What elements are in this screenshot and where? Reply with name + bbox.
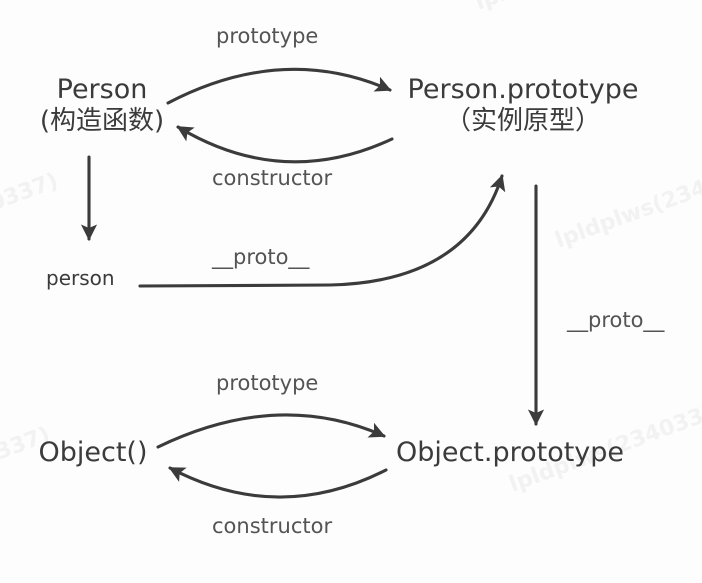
edge-objectprototype-to-object [168, 466, 388, 499]
node-person-constructor-subtitle: (构造函数) [39, 105, 165, 136]
node-object-prototype-title: Object.prototype [395, 437, 625, 468]
node-person-prototype-title: Person.prototype [407, 74, 639, 105]
edge-instance-to-prototype [138, 174, 506, 288]
node-person-constructor-title: Person [56, 74, 148, 105]
node-object-constructor-title: Object() [38, 437, 148, 468]
edge-prototype-to-person [176, 125, 394, 164]
edge-label-proto-instance: __proto__ [212, 245, 310, 269]
edge-label-prototype-person: prototype [216, 24, 319, 48]
node-object-constructor: Object() [28, 437, 158, 469]
node-object-prototype: Object.prototype [392, 437, 628, 469]
edge-label-prototype-object: prototype [216, 371, 319, 395]
edge-object-to-prototype [156, 413, 386, 449]
node-person-instance: person [46, 266, 115, 290]
node-person-constructor: Person (构造函数) [22, 74, 182, 137]
node-person-prototype-subtitle: （实例原型） [444, 105, 601, 136]
node-person-prototype: Person.prototype （实例原型） [398, 74, 648, 137]
edge-person-to-prototype [166, 67, 392, 105]
edge-label-constructor-object: constructor [212, 514, 333, 538]
edge-label-constructor-person: constructor [212, 166, 333, 190]
edge-label-proto-objectprototype: __proto__ [567, 308, 665, 332]
